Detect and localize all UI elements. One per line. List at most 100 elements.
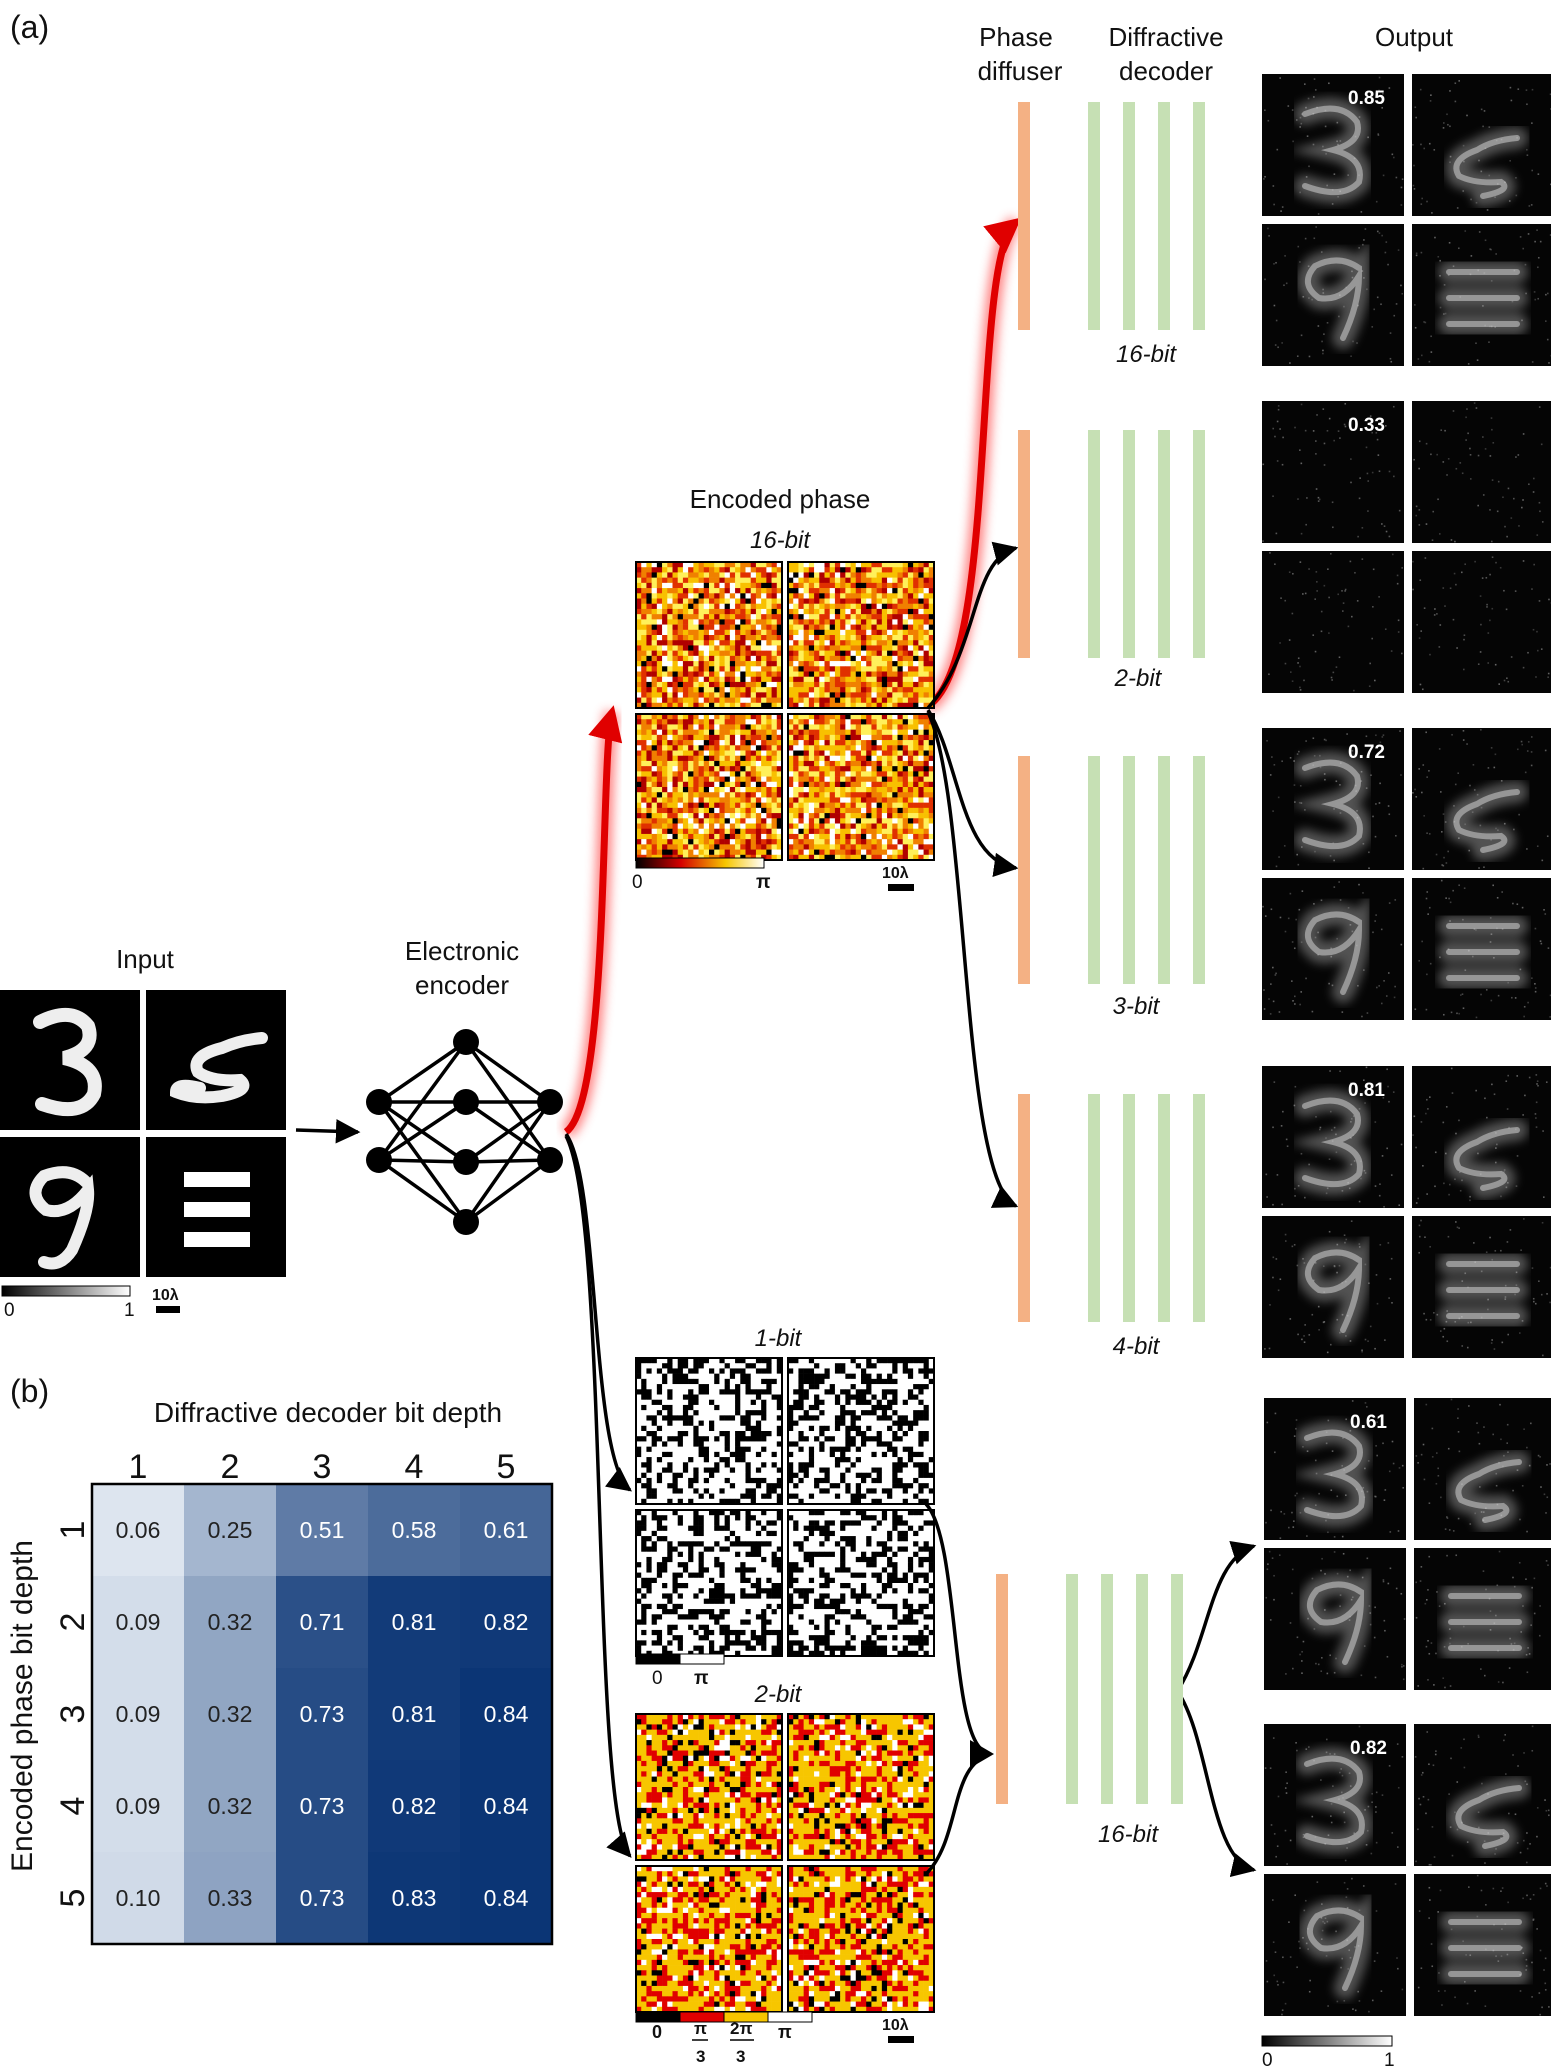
heatmap-value: 0.33: [208, 1885, 253, 1911]
decoder-2bit-label: 2-bit: [1114, 665, 1163, 692]
decoder-label-2: decoder: [1119, 56, 1213, 86]
heatmap-cell: [368, 1576, 461, 1669]
heatmap-col-label: 2: [221, 1448, 240, 1486]
heatmap-cell: [368, 1668, 461, 1761]
heatmap-value: 0.82: [484, 1609, 529, 1635]
heatmap-cell: [460, 1668, 553, 1761]
encoder-network-icon: [377, 1040, 552, 1224]
decoder-layer: [1158, 1094, 1170, 1322]
output-score-enc2: 0.82: [1350, 1738, 1387, 1759]
encoded-1bit-colorbar: 0 π: [635, 1653, 725, 1689]
decoder-4bit-label: 4-bit: [1113, 1333, 1161, 1360]
decoder-layer: [1158, 102, 1170, 330]
decoder-layer: [1158, 756, 1170, 984]
hot-colorbar-min: 0: [632, 872, 643, 893]
decoder-label-1: Diffractive: [1108, 22, 1223, 52]
bin-colorbar-min: 0: [652, 1668, 663, 1689]
heatmap-cell: [184, 1484, 277, 1577]
heatmap-value: 0.61: [484, 1517, 529, 1543]
heatmap-value: 0.73: [300, 1793, 345, 1819]
diffuser-3bit: [1018, 756, 1030, 984]
heatmap-row-label: 2: [54, 1613, 92, 1632]
heatmap-value: 0.82: [392, 1793, 437, 1819]
heatmap-value: 0.09: [116, 1609, 161, 1635]
heatmap-cell: [368, 1760, 461, 1853]
heatmap-value: 0.73: [300, 1885, 345, 1911]
encoded-phase-label: Encoded phase: [690, 484, 871, 514]
q-colorbar-2pi3-num: 2π: [730, 2019, 752, 2038]
bar-pattern-2: [184, 1202, 250, 1217]
decoder-layer: [1088, 430, 1100, 658]
decoder-layer: [1123, 756, 1135, 984]
decoder-layer: [1088, 756, 1100, 984]
encoded-phase-2bit: [635, 1713, 935, 2013]
output-score-2bit: 0.33: [1348, 415, 1385, 436]
heatmap-value: 0.32: [208, 1793, 253, 1819]
arrows-merge: [924, 1502, 1257, 1877]
panel-b-label: (b): [10, 1373, 49, 1409]
decoder-layer: [1193, 102, 1205, 330]
heatmap-value: 0.84: [484, 1701, 529, 1727]
bar-pattern-3: [184, 1232, 250, 1247]
heatmap-cell: [184, 1852, 277, 1945]
decoder-layer: [1193, 756, 1205, 984]
arrow-to-4bit: [926, 711, 1019, 1208]
encoder-nodes: [366, 1029, 563, 1235]
input-colorbar: 0 1 10λ: [1, 1285, 180, 1321]
arrow-to-3bit: [926, 709, 1019, 877]
enc2-scale-bar: [888, 2036, 914, 2043]
bin-colorbar-max: π: [694, 1668, 709, 1689]
heatmap-cell: [368, 1484, 461, 1577]
arrow-to-2bit: [926, 541, 1019, 710]
input-tile: [146, 990, 286, 1130]
heatmap-cell: [276, 1484, 369, 1577]
heatmap-cell: [276, 1760, 369, 1853]
diffuser-lowbit: [996, 1574, 1008, 1804]
heatmap-cell: [92, 1668, 185, 1761]
enc16-scale-bar: [888, 884, 914, 891]
heatmap-value: 0.81: [392, 1701, 437, 1727]
output-score-enc1: 0.61: [1350, 1412, 1387, 1433]
heatmap-value: 0.83: [392, 1885, 437, 1911]
arrows-to-low-bit: [564, 1132, 632, 1858]
output-tile: [1262, 401, 1404, 543]
phase-diffuser-label-2: diffuser: [978, 56, 1063, 86]
decoder-layer: [1123, 102, 1135, 330]
output-score-4bit: 0.81: [1348, 1080, 1385, 1101]
output-images: [1262, 74, 1551, 2016]
output-colorbar: 0 1: [1261, 2035, 1395, 2071]
heatmap-value: 0.09: [116, 1701, 161, 1727]
decoder-layer: [1158, 430, 1170, 658]
heatmap-value: 0.25: [208, 1517, 253, 1543]
bar-pattern-1: [184, 1172, 250, 1187]
arrow-to-2bit-encoded: [564, 1135, 632, 1858]
arrow-to-1bit: [564, 1132, 632, 1492]
heatmap-cell: [184, 1668, 277, 1761]
input-label: Input: [116, 944, 175, 974]
decoder-layer: [1193, 430, 1205, 658]
decoder-layer: [1101, 1574, 1113, 1804]
heatmap-value: 0.09: [116, 1793, 161, 1819]
diffuser-4bit: [1018, 1094, 1030, 1322]
q-colorbar-2pi3-den: 3: [736, 2047, 745, 2066]
enc2-scale-label: 10λ: [882, 2017, 909, 2034]
merge-point-icon: [970, 1740, 994, 1768]
output-score-3bit: 0.72: [1348, 742, 1385, 763]
heatmap-col-label: 1: [129, 1448, 148, 1486]
input-colorbar-min: 0: [4, 1300, 15, 1321]
input-scale-bar: [156, 1306, 180, 1313]
heatmap-cell: [276, 1852, 369, 1945]
encoded-16bit-label: 16-bit: [750, 527, 811, 554]
heatmap-cell: [460, 1484, 553, 1577]
encoded-16bit-colorbar: 0 π 10λ: [632, 857, 914, 893]
heatmap-col-label: 5: [497, 1448, 516, 1486]
decoder-layer: [1193, 1094, 1205, 1322]
arrow-input-to-encoder: [295, 1119, 361, 1144]
heatmap-cell: [276, 1668, 369, 1761]
heatmap-col-label: 3: [313, 1448, 332, 1486]
panel-a-label: (a): [10, 9, 49, 45]
heatmap-value: 0.71: [300, 1609, 345, 1635]
heatmap-cell: [276, 1576, 369, 1669]
output-tile: [1262, 551, 1404, 693]
arrows-to-decoders: [926, 541, 1019, 1208]
